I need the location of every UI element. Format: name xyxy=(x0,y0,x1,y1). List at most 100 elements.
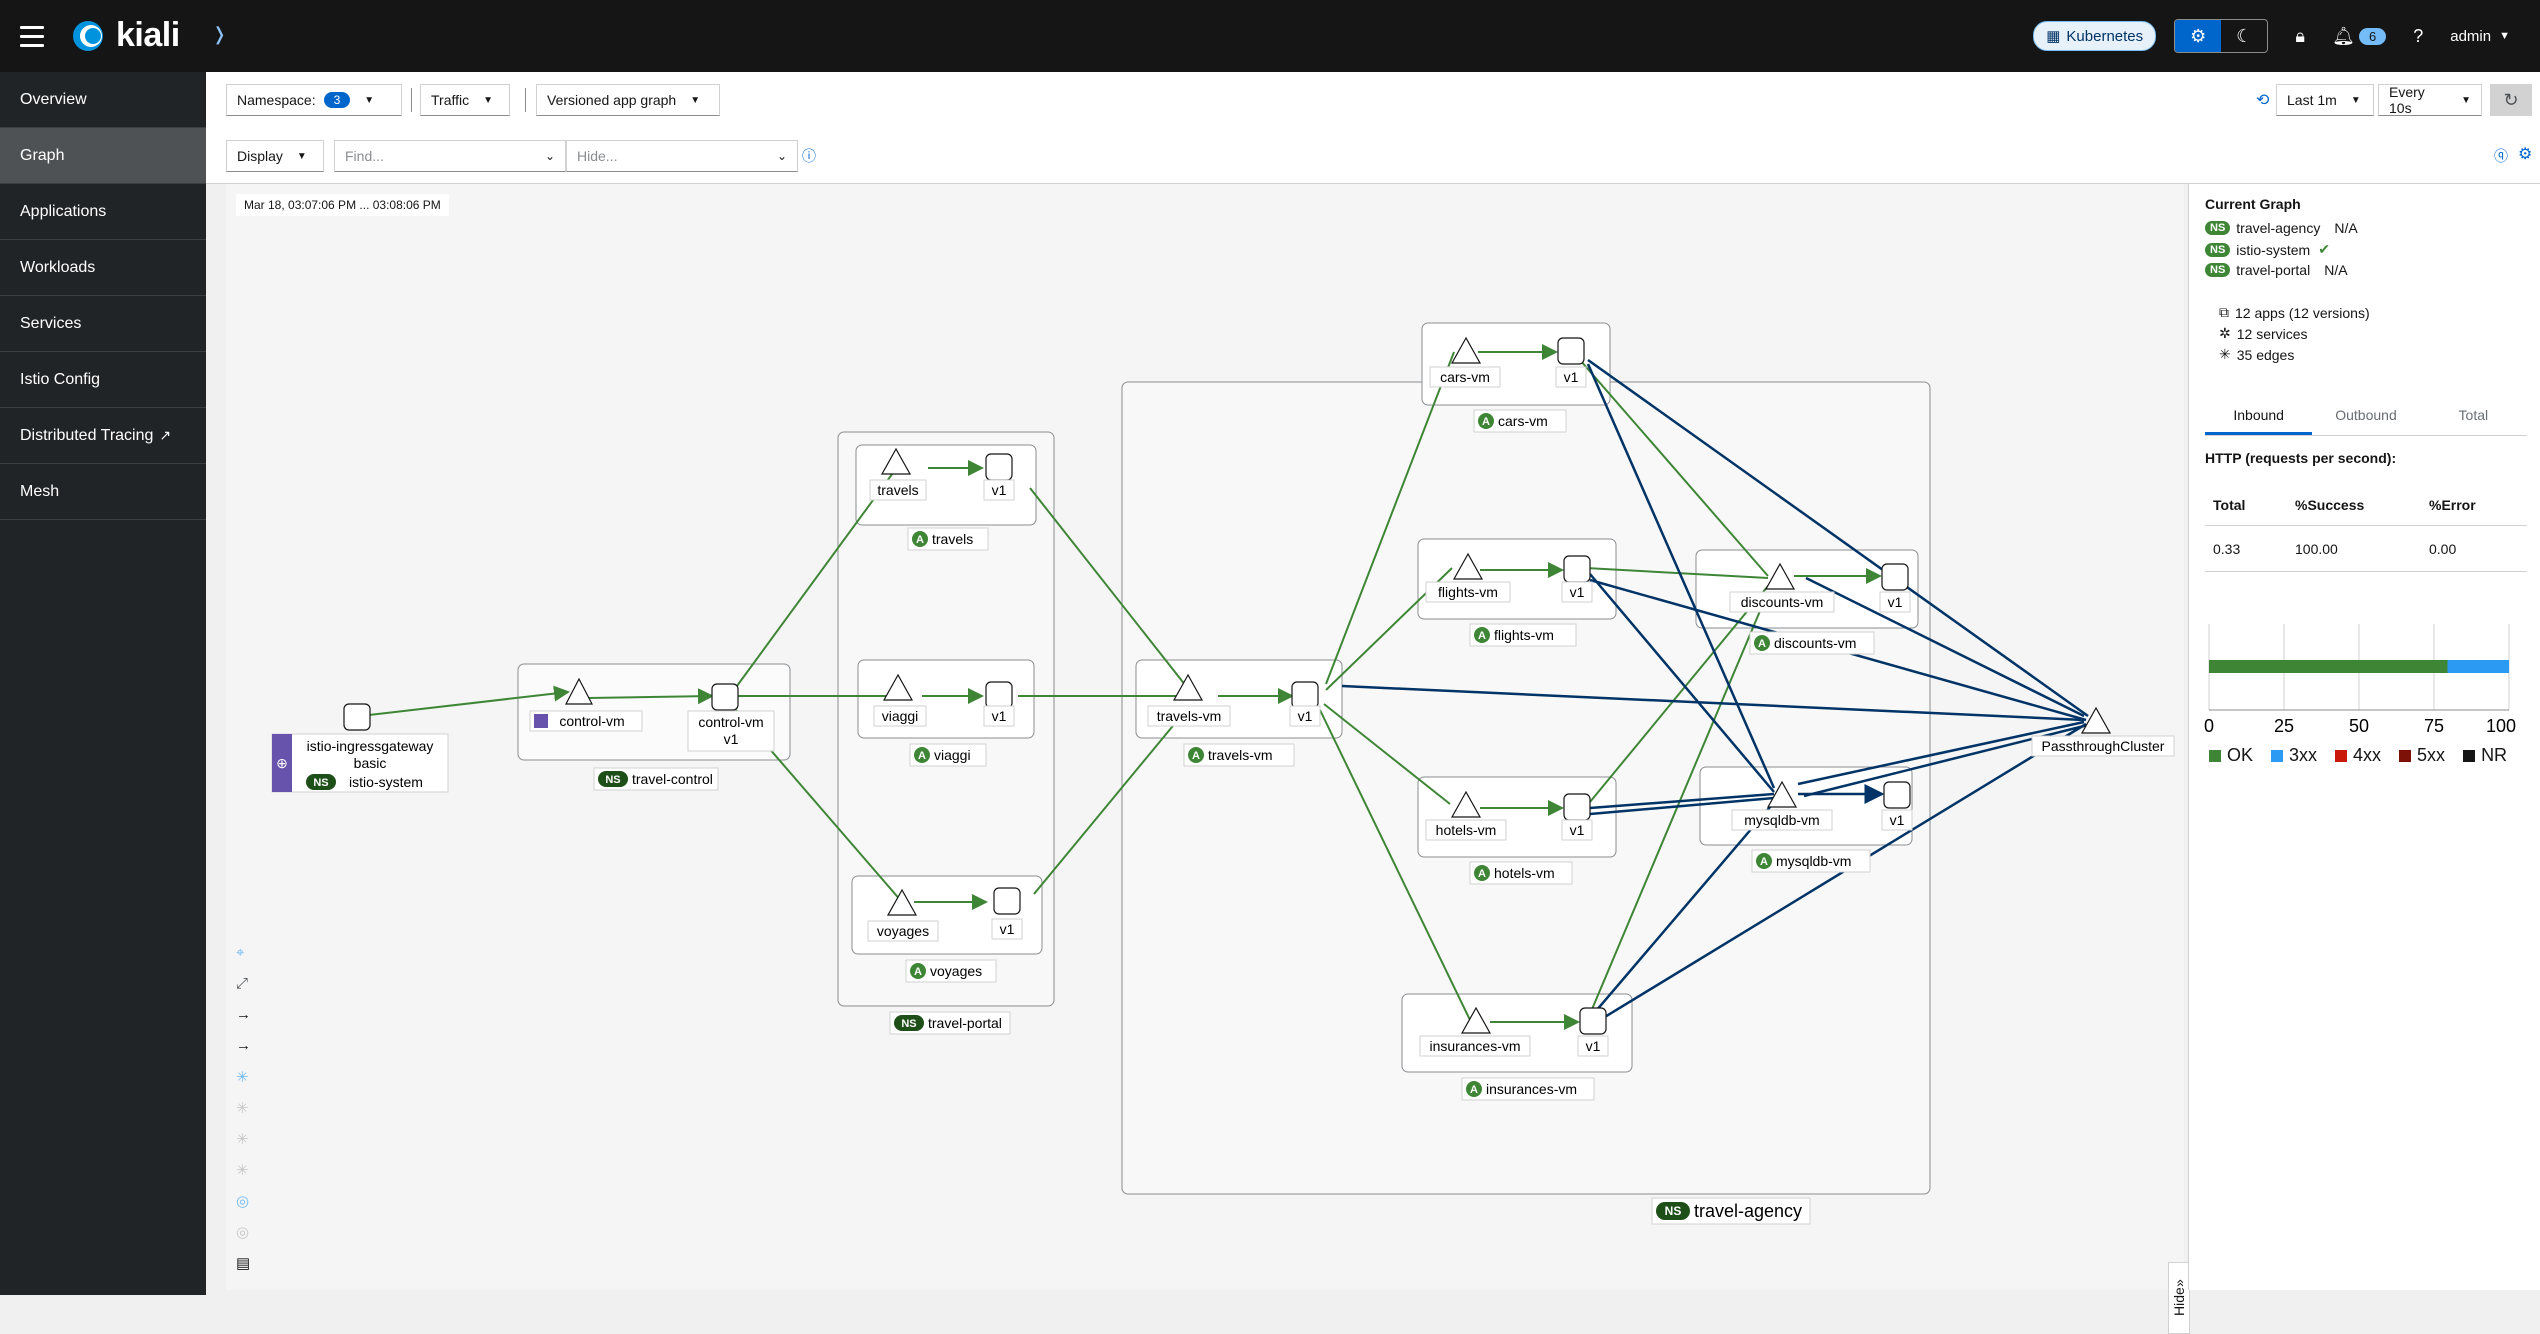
history-icon[interactable]: ⟲ xyxy=(2256,92,2270,109)
label-flights-vm: flights-vm xyxy=(1438,584,1498,600)
display-dropdown[interactable]: Display ▼ xyxy=(226,140,324,172)
graph-controls: ⌖ ⤢ → → ✳ ✳ ✳ ✳ ◎ ◎ ▤ xyxy=(236,944,260,1285)
sidebar-item-distributed-tracing[interactable]: Distributed Tracing ↗ xyxy=(0,408,206,464)
group-layout-icon[interactable]: ◎ xyxy=(236,1224,250,1241)
layout-concentric-icon[interactable]: ✳ xyxy=(236,1162,249,1179)
sidebar-item-graph[interactable]: Graph xyxy=(0,128,206,184)
node-hotels-vm-service[interactable] xyxy=(1450,790,1482,818)
find-input[interactable]: Find... ⌄ xyxy=(334,140,566,172)
legend-3xx[interactable]: 3xx xyxy=(2271,745,2317,766)
help-circle-icon[interactable]: ⓠ xyxy=(2494,148,2508,164)
legend-label: 4xx xyxy=(2353,745,2382,765)
zoom-in-icon[interactable]: ⌖ xyxy=(236,944,245,961)
legend-4xx[interactable]: 4xx xyxy=(2335,745,2381,766)
bar-3xx[interactable] xyxy=(2447,660,2510,673)
legend-nr[interactable]: NR xyxy=(2463,745,2507,766)
namespace-dropdown[interactable]: Namespace: 3 ▼ xyxy=(226,84,402,116)
layout-dagre-icon[interactable]: → xyxy=(236,1006,251,1023)
node-travels-vm-v1[interactable] xyxy=(1291,681,1319,709)
node-hotels-vm-v1[interactable] xyxy=(1563,793,1591,821)
legend-toggle-icon[interactable]: ⚙ xyxy=(2518,146,2533,163)
node-voyages-v1[interactable] xyxy=(993,887,1021,915)
legend-ok[interactable]: OK xyxy=(2209,745,2253,766)
layout-cose-icon[interactable]: ✳ xyxy=(236,1069,249,1086)
node-voyages-service[interactable] xyxy=(886,888,918,916)
bar-ok[interactable] xyxy=(2209,660,2448,673)
cluster-badge[interactable]: ▦ Kubernetes xyxy=(2033,21,2157,51)
refresh-interval-dropdown[interactable]: Every 10s ▼ xyxy=(2378,84,2482,116)
layout-cola-icon[interactable]: ✳ xyxy=(236,1100,249,1117)
node-cars-vm-v1[interactable] xyxy=(1557,337,1585,365)
layout-breadth-icon[interactable]: ✳ xyxy=(236,1131,249,1148)
panel-namespace-row[interactable]: NS travel-portal N/A xyxy=(2205,262,2348,278)
node-control-vm-workload[interactable] xyxy=(711,683,739,711)
graph-type-dropdown[interactable]: Versioned app graph ▼ xyxy=(536,84,720,116)
axis-tick: 25 xyxy=(2274,716,2294,734)
legend-map-icon[interactable]: ▤ xyxy=(236,1255,251,1272)
node-control-vm-service[interactable] xyxy=(565,677,593,705)
tab-inbound[interactable]: Inbound xyxy=(2205,396,2313,435)
sidebar-item-applications[interactable]: Applications xyxy=(0,184,206,240)
graph-canvas[interactable]: Mar 18, 03:07:06 PM ... 03:08:06 PM xyxy=(226,184,2184,1290)
check-circle-icon: ✔ xyxy=(2318,241,2330,257)
label-ingress-basic: basic xyxy=(354,755,387,771)
app-box-mysqldb-vm[interactable] xyxy=(1699,766,1913,846)
sidebar-item-istio-config[interactable]: Istio Config xyxy=(0,352,206,408)
light-theme-icon[interactable]: ⚙ xyxy=(2175,20,2222,52)
node-mysqldb-vm-service[interactable] xyxy=(1766,780,1798,808)
nav-label: Workloads xyxy=(20,258,96,276)
app-badge-text: A xyxy=(1482,416,1490,428)
sidebar-item-workloads[interactable]: Workloads xyxy=(0,240,206,296)
chevron-icon[interactable]: ❭ xyxy=(212,24,228,44)
lock-icon[interactable]: 🔒︎ xyxy=(2295,25,2305,46)
node-flights-vm-service[interactable] xyxy=(1452,552,1484,580)
label-app-hotels-vm: hotels-vm xyxy=(1494,865,1555,881)
node-ingressgateway[interactable] xyxy=(343,703,371,731)
hide-input[interactable]: Hide... ⌄ xyxy=(566,140,798,172)
dark-theme-icon[interactable]: ☾ xyxy=(2236,25,2253,46)
node-insurances-vm-service[interactable] xyxy=(1460,1006,1492,1034)
panel-namespace-row[interactable]: NS istio-system ✔ xyxy=(2205,241,2330,258)
info-icon[interactable]: ⓘ xyxy=(802,148,816,164)
node-travels-vm-service[interactable] xyxy=(1172,673,1204,701)
hamburger-menu-icon[interactable] xyxy=(20,22,44,48)
tab-outbound[interactable]: Outbound xyxy=(2335,407,2397,423)
refresh-button[interactable]: ↻ xyxy=(2490,84,2532,116)
node-flights-vm-v1[interactable] xyxy=(1563,555,1591,583)
sidebar-item-overview[interactable]: Overview xyxy=(0,72,206,128)
notifications-button[interactable]: 🔔︎ 6 xyxy=(2332,26,2387,47)
chevron-down-icon: ⌄ xyxy=(544,149,555,163)
legend-label: OK xyxy=(2227,745,2254,765)
duration-dropdown[interactable]: Last 1m ▼ xyxy=(2276,84,2374,116)
fit-icon[interactable]: ⤢ xyxy=(236,975,249,992)
node-discounts-vm-service[interactable] xyxy=(1764,562,1796,590)
label-app-travels-vm: travels-vm xyxy=(1208,747,1273,763)
panel-namespace-row[interactable]: NS travel-agency N/A xyxy=(2205,220,2358,236)
help-icon[interactable]: ? xyxy=(2413,25,2424,46)
legend-5xx[interactable]: 5xx xyxy=(2399,745,2445,766)
user-menu[interactable]: admin ▼ xyxy=(2450,28,2510,45)
node-discounts-vm-v1[interactable] xyxy=(1881,563,1909,591)
node-mysqldb-vm-v1[interactable] xyxy=(1883,781,1911,809)
kiali-logo[interactable]: kiali xyxy=(66,16,180,55)
node-travels-service[interactable] xyxy=(880,447,912,475)
label-hotels-vm: hotels-vm xyxy=(1436,822,1497,838)
node-viaggi-service[interactable] xyxy=(882,673,914,701)
layout-grid-icon[interactable]: → xyxy=(236,1037,251,1054)
node-cars-vm-service[interactable] xyxy=(1450,336,1482,364)
namespace-layout-icon[interactable]: ◎ xyxy=(236,1193,250,1210)
hide-panel-button[interactable]: Hide » xyxy=(2168,1262,2190,1334)
traffic-dropdown[interactable]: Traffic ▼ xyxy=(420,84,510,116)
node-viaggi-v1[interactable] xyxy=(985,681,1013,709)
apps-count: 12 apps (12 versions) xyxy=(2235,304,2370,321)
sidebar: Overview Graph Applications Workloads Se… xyxy=(0,72,206,1295)
tab-total[interactable]: Total xyxy=(2458,407,2489,423)
theme-toggle[interactable]: ⚙ ☾ xyxy=(2174,19,2269,53)
node-passthrough-cluster[interactable] xyxy=(2080,706,2112,734)
app-badge-text: A xyxy=(1470,1084,1478,1096)
node-travels-v1[interactable] xyxy=(985,453,1013,481)
sidebar-item-services[interactable]: Services xyxy=(0,296,206,352)
node-insurances-vm-v1[interactable] xyxy=(1579,1007,1607,1035)
sidebar-item-mesh[interactable]: Mesh xyxy=(0,464,206,520)
axis-tick: 100 xyxy=(2486,716,2516,734)
